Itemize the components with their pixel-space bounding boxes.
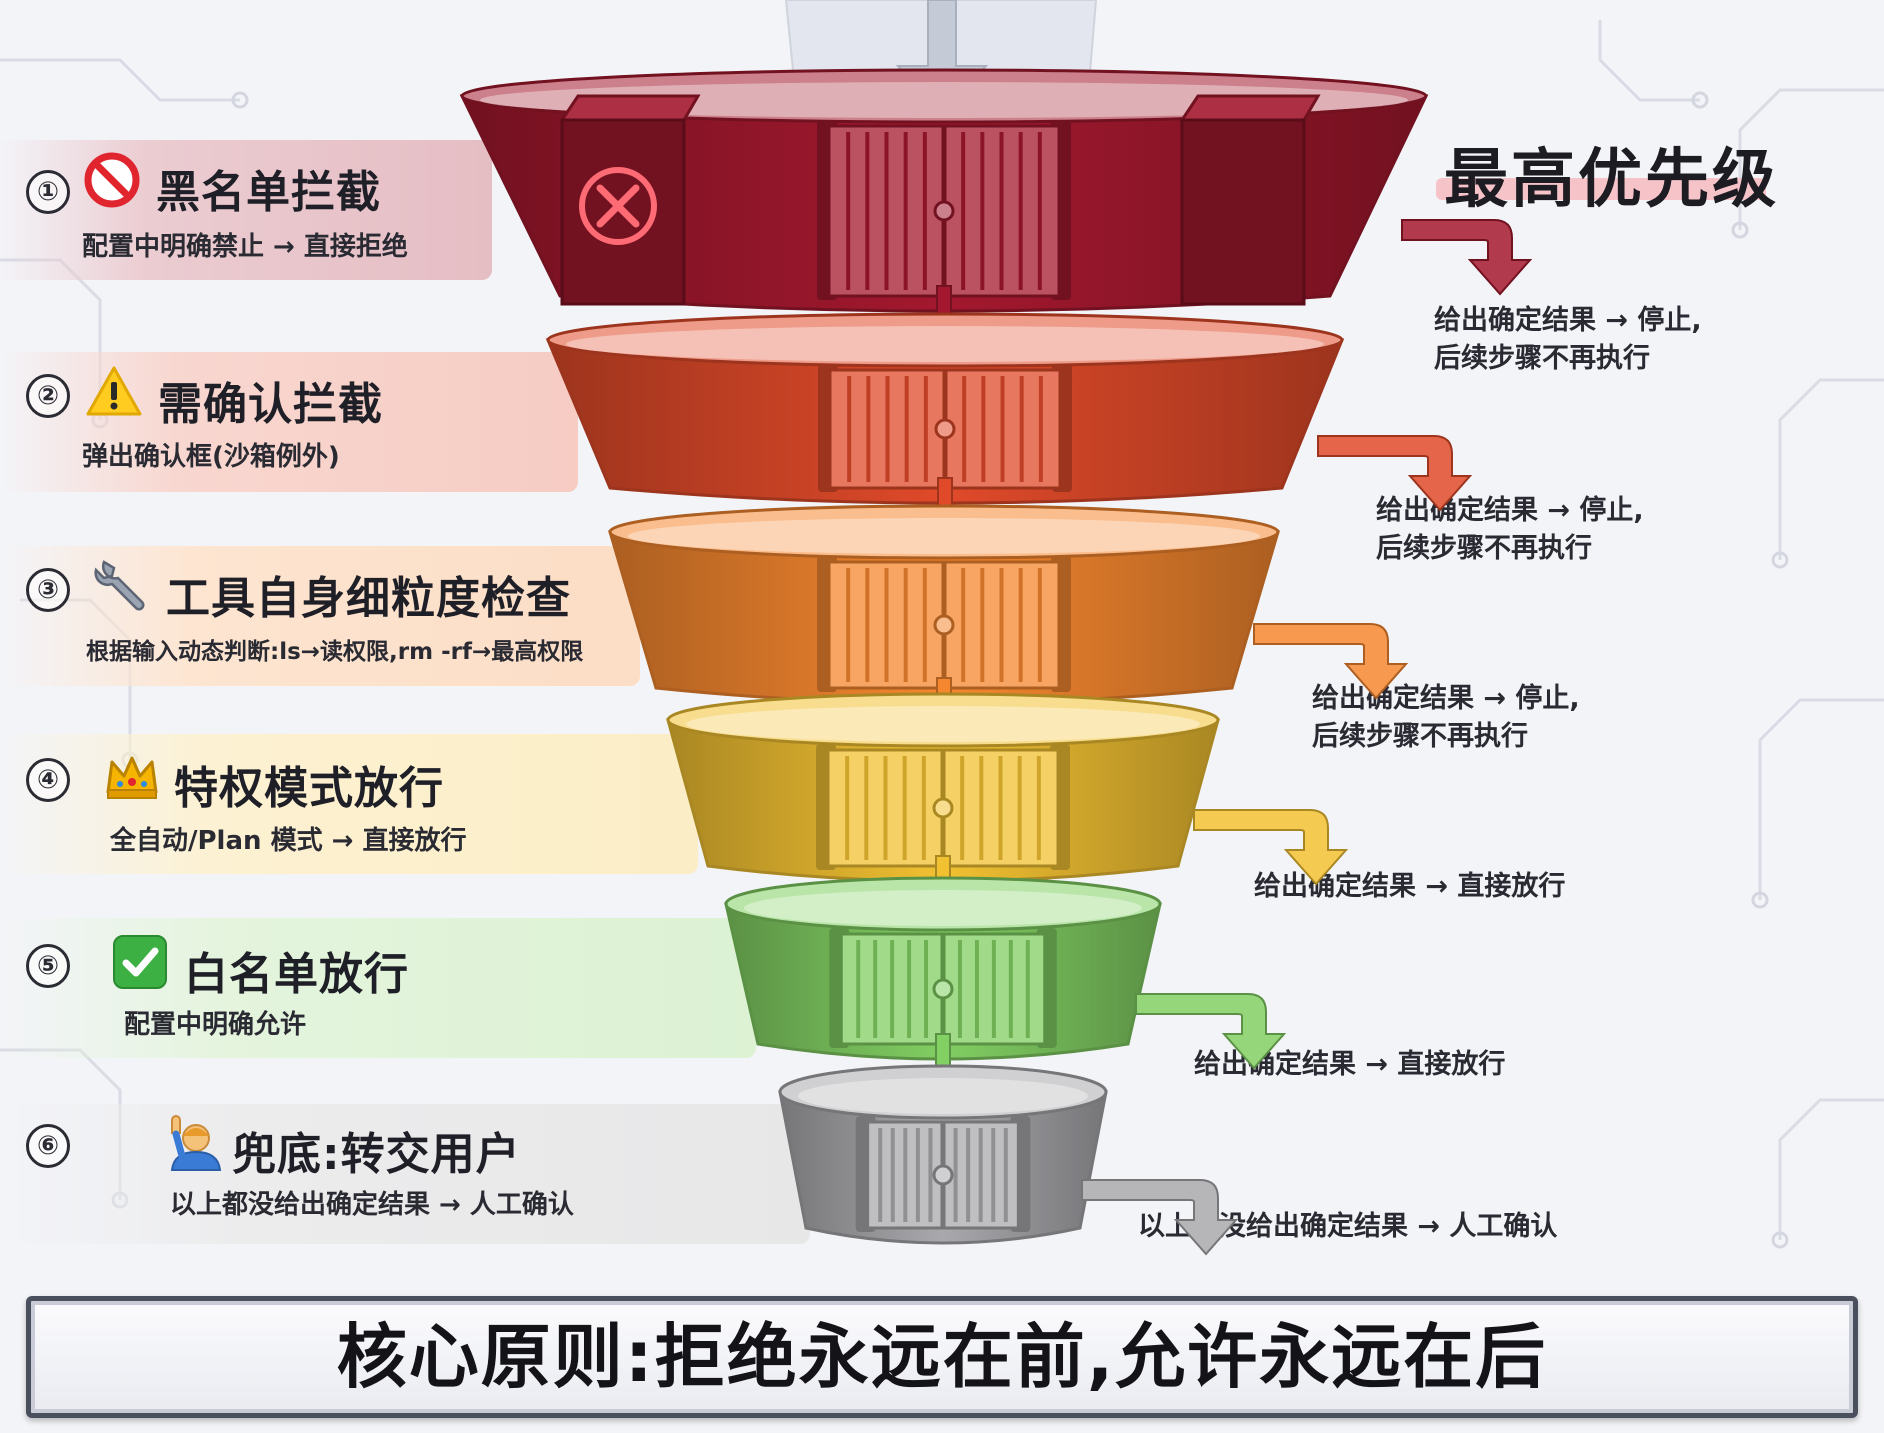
circuit-node <box>231 91 249 109</box>
deny-x-icon <box>579 167 657 245</box>
wrench-icon <box>92 556 152 616</box>
funnel-rim-inner <box>480 82 1408 118</box>
priority-label: 最高优先级 <box>1444 143 1779 217</box>
no-entry-icon <box>82 150 142 210</box>
circuit-node <box>1751 891 1769 909</box>
gate-icon <box>817 556 1071 692</box>
warning-icon <box>84 362 144 422</box>
principle-banner: 核心原则:拒绝永远在前,允许永远在后 <box>26 1296 1858 1418</box>
layer-number: ② <box>26 374 70 418</box>
circuit-node <box>1771 1231 1789 1249</box>
funnel-layer-4 <box>666 692 1220 883</box>
funnel-rim-inner <box>744 890 1142 926</box>
layer-description: 根据输入动态判断:ls→读权限,rm -rf→最高权限 <box>86 639 584 665</box>
principle-text: 核心原则:拒绝永远在前,允许永远在后 <box>336 1316 1548 1398</box>
layer-result: 给出确定结果 → 停止, 后续步骤不再执行 <box>1312 680 1580 756</box>
funnel-layer-2 <box>545 312 1345 505</box>
gate-icon <box>829 928 1057 1048</box>
tower-body <box>1180 118 1306 306</box>
result-arrow <box>1081 1179 1239 1256</box>
result-line: 给出确定结果 → 停止, <box>1434 305 1702 336</box>
funnel-rim-inner <box>628 518 1260 554</box>
layer-description: 配置中明确允许 <box>124 1010 307 1040</box>
funnel-layer-6 <box>778 1064 1108 1245</box>
layer-number: ④ <box>26 758 70 802</box>
funnel-rim-inner <box>798 1078 1088 1114</box>
layer-band <box>0 1104 810 1244</box>
result-arrow <box>1135 993 1287 1070</box>
layer-title: 工具自身细粒度检查 <box>166 573 571 624</box>
layer-description: 弹出确认框(沙箱例外) <box>82 442 340 472</box>
layer-title: 兜底:转交用户 <box>232 1129 521 1180</box>
crown-icon <box>102 746 162 806</box>
tower-top <box>559 94 701 122</box>
funnel-rim-inner <box>686 706 1200 742</box>
circuit-node <box>1731 221 1749 239</box>
check-icon <box>110 932 170 992</box>
layer-title: 特权模式放行 <box>174 763 444 814</box>
tower-top <box>1179 94 1321 122</box>
circuit-trace <box>1758 698 1884 900</box>
layer-title: 黑名单拦截 <box>156 167 381 218</box>
layer-result: 给出确定结果 → 直接放行 <box>1254 868 1565 906</box>
circuit-trace <box>1598 20 1700 102</box>
layer-band <box>0 352 578 492</box>
layer-title: 需确认拦截 <box>158 379 383 430</box>
result-line: 给出确定结果 → 停止, <box>1376 495 1644 526</box>
gate-icon <box>817 120 1071 300</box>
layer-description: 配置中明确禁止 → 直接拒绝 <box>82 232 408 262</box>
result-line: 后续步骤不再执行 <box>1434 343 1650 374</box>
result-line: 给出确定结果 → 直接放行 <box>1254 871 1566 902</box>
result-arrow <box>1317 435 1473 512</box>
result-arrow <box>1253 623 1409 700</box>
gate-icon <box>816 744 1070 870</box>
funnel-layer-3 <box>607 504 1281 705</box>
circuit-node <box>1691 91 1709 109</box>
result-line: 后续步骤不再执行 <box>1312 721 1528 752</box>
layer-number: ① <box>26 170 70 214</box>
layer-description: 全自动/Plan 模式 → 直接放行 <box>110 826 467 856</box>
result-line: 后续步骤不再执行 <box>1376 533 1592 564</box>
circuit-node <box>1771 551 1789 569</box>
layer-band <box>0 140 492 280</box>
circuit-trace <box>1778 378 1884 560</box>
gate-icon <box>818 364 1072 492</box>
layer-number: ⑤ <box>26 944 70 988</box>
circuit-trace <box>0 58 240 102</box>
result-arrow <box>1193 809 1349 886</box>
result-line: 给出确定结果 → 停止, <box>1312 683 1580 714</box>
gate-icon <box>855 1116 1031 1232</box>
result-arrow <box>1401 219 1533 296</box>
layer-result: 给出确定结果 → 停止, 后续步骤不再执行 <box>1434 302 1702 378</box>
funnel-layer-1 <box>459 68 1429 313</box>
layer-band <box>0 734 698 874</box>
raising-hand-icon <box>162 1112 222 1172</box>
priority-highlight <box>1436 178 1766 200</box>
layer-description: 以上都没给出确定结果 → 人工确认 <box>170 1190 574 1220</box>
layer-number: ⑥ <box>26 1124 70 1168</box>
layer-title: 白名单放行 <box>184 949 409 1000</box>
layer-number: ③ <box>26 568 70 612</box>
circuit-trace <box>1778 1098 1884 1240</box>
funnel-layer-5 <box>724 876 1162 1061</box>
funnel-rim-inner <box>566 326 1324 362</box>
layer-result: 给出确定结果 → 停止, 后续步骤不再执行 <box>1376 492 1644 568</box>
